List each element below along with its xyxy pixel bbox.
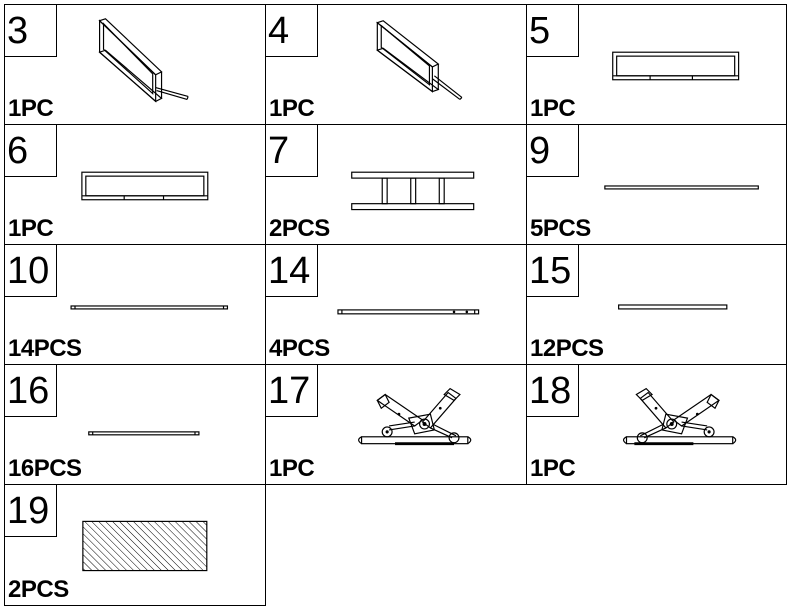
part-quantity: 1PC bbox=[8, 215, 54, 242]
part-cell-7: 7 2PCS bbox=[265, 124, 527, 245]
part-quantity: 1PC bbox=[530, 95, 576, 122]
part-cell-19: 19 2PCS bbox=[4, 484, 266, 606]
bar-with-holes-icon bbox=[337, 309, 480, 315]
inclined-frame-with-leg-icon bbox=[98, 18, 189, 103]
part-quantity: 2PCS bbox=[8, 576, 69, 603]
part-cell-6: 6 1PC bbox=[4, 124, 266, 245]
part-quantity: 2PCS bbox=[269, 215, 330, 242]
ladder-frame-icon bbox=[351, 171, 475, 211]
part-quantity: 1PC bbox=[530, 455, 576, 482]
part-number: 17 bbox=[266, 365, 318, 417]
part-cell-3: 3 1PC bbox=[4, 4, 266, 125]
part-number: 5 bbox=[527, 5, 579, 57]
part-quantity: 1PC bbox=[269, 455, 315, 482]
bar-icon bbox=[70, 305, 229, 310]
part-number: 16 bbox=[5, 365, 57, 417]
part-cell-16: 16 16PCS bbox=[4, 364, 266, 485]
part-quantity: 14PCS bbox=[8, 335, 82, 362]
rectangular-frame-icon bbox=[612, 51, 740, 81]
part-cell-9: 9 5PCS bbox=[526, 124, 787, 245]
part-number: 6 bbox=[5, 125, 57, 177]
part-quantity: 1PC bbox=[8, 95, 54, 122]
part-quantity: 5PCS bbox=[530, 215, 591, 242]
part-quantity: 12PCS bbox=[530, 335, 604, 362]
recliner-mechanism-icon bbox=[622, 387, 737, 446]
part-number: 18 bbox=[527, 365, 579, 417]
part-quantity: 16PCS bbox=[8, 455, 82, 482]
part-number: 7 bbox=[266, 125, 318, 177]
part-cell-14: 14 4PCS bbox=[265, 244, 527, 365]
hatched-panel-icon bbox=[82, 520, 208, 572]
part-cell-18: 18 bbox=[526, 364, 787, 485]
part-quantity: 1PC bbox=[269, 95, 315, 122]
part-cell-4: 4 1PC bbox=[265, 4, 527, 125]
long-bar-icon bbox=[604, 185, 759, 190]
part-cell-5: 5 1PC bbox=[526, 4, 787, 125]
part-cell-15: 15 12PCS bbox=[526, 244, 787, 365]
part-number: 10 bbox=[5, 245, 57, 297]
recliner-mechanism-icon bbox=[358, 387, 472, 446]
part-quantity: 4PCS bbox=[269, 335, 330, 362]
part-number: 19 bbox=[5, 485, 57, 537]
rectangular-frame-icon bbox=[81, 171, 209, 201]
inclined-frame-with-leg-icon bbox=[376, 20, 463, 100]
part-number: 4 bbox=[266, 5, 318, 57]
part-cell-10: 10 14PCS bbox=[4, 244, 266, 365]
part-number: 3 bbox=[5, 5, 57, 57]
short-bar-icon bbox=[618, 304, 728, 310]
part-cell-17: 17 bbox=[265, 364, 527, 485]
bar-icon bbox=[88, 431, 200, 436]
parts-grid: 3 1PC 4 bbox=[4, 4, 787, 606]
part-number: 15 bbox=[527, 245, 579, 297]
part-number: 9 bbox=[527, 125, 579, 177]
part-number: 14 bbox=[266, 245, 318, 297]
